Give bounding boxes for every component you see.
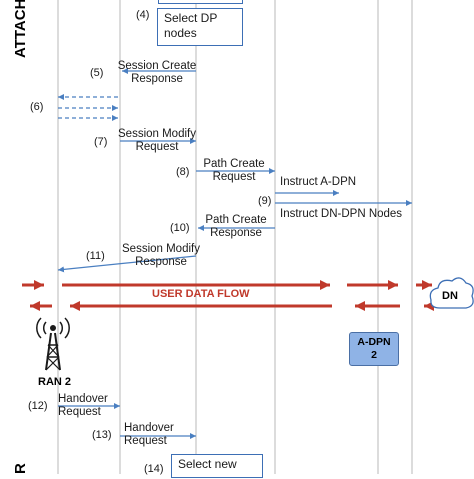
step-10-line-2: Response — [210, 227, 262, 239]
step-12-line-1: Handover — [58, 393, 108, 405]
step-12-line-2: Request — [58, 406, 101, 418]
step-14-line-1: Select new — [178, 457, 237, 471]
step-7-line-1: Session Modify — [118, 128, 196, 140]
arrow-step-11 — [57, 255, 197, 273]
step-4-number: (4) — [136, 9, 150, 21]
step-5-line-2: Response — [131, 73, 183, 85]
ran-2-label: RAN 2 — [38, 376, 72, 388]
step-9-number: (9) — [258, 195, 272, 207]
a-dpn-line-1: A-DPN — [357, 336, 391, 348]
step-11-number: (11) — [86, 250, 105, 262]
step-7-label: Session Modify Request — [110, 128, 204, 154]
step-4-line-2: nodes — [164, 26, 197, 40]
step-14-number: (14) — [144, 463, 164, 475]
step-4-box: Select DP nodes — [157, 8, 243, 46]
step-7-number: (7) — [94, 136, 108, 148]
step-9-label: Instruct DN-DPN Nodes — [280, 208, 403, 220]
step-12-number: (12) — [28, 400, 48, 412]
step-11-label: Session Modify Response — [110, 243, 212, 269]
a-dpn-line-2: 2 — [371, 349, 377, 361]
step-13-label: Handover Request — [124, 422, 174, 448]
a-dpn-2-node: A-DPN 2 — [349, 332, 399, 366]
step-5-line-1: Session Create — [117, 60, 197, 72]
step-11-line-2: Response — [135, 256, 187, 268]
step-14-box: Select new — [171, 454, 263, 478]
step-8-line-2: Request — [212, 171, 256, 183]
dn-cloud-icon — [429, 277, 474, 309]
prior-box-fragment — [158, 0, 243, 4]
dn-label: DN — [442, 290, 458, 302]
ran-tower-icon — [36, 317, 70, 371]
step-5-label: Session Create Response — [110, 60, 204, 86]
step-13-line-1: Handover — [124, 422, 174, 434]
side-label-bottom: R — [12, 463, 29, 474]
user-data-flow-label: USER DATA FLOW — [152, 288, 250, 300]
step-8-label: Path Create Request — [194, 158, 274, 184]
step-6-number: (6) — [30, 101, 44, 113]
step-8-number: (8) — [176, 166, 190, 178]
step-10-label: Path Create Response — [196, 214, 276, 240]
step-12-label: Handover Request — [58, 393, 108, 419]
step-10-line-1: Path Create — [205, 214, 267, 226]
step-5-number: (5) — [90, 67, 104, 79]
step-7-line-2: Request — [135, 141, 179, 153]
step-8-line-1: Path Create — [203, 158, 265, 170]
step-11-line-1: Session Modify — [122, 243, 200, 255]
side-label-attach: ATTACH — [12, 0, 29, 58]
instruct-a-dpn-label: Instruct A-DPN — [280, 176, 357, 188]
step-4-line-1: Select DP — [164, 11, 218, 25]
step-13-number: (13) — [92, 429, 112, 441]
step-13-line-2: Request — [124, 435, 167, 447]
step-10-number: (10) — [170, 222, 190, 234]
